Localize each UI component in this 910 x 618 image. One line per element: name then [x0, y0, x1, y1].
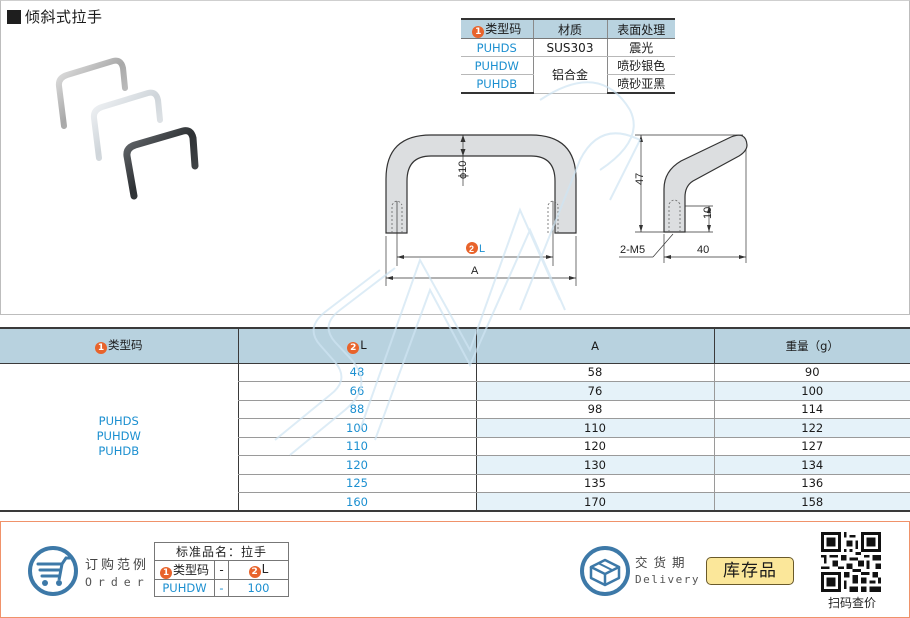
length-L: 125	[237, 474, 476, 493]
product-name: 标准品名：拉手	[154, 542, 289, 561]
dimension-A: 110	[475, 418, 714, 438]
dimension-A: 98	[475, 400, 714, 419]
length-L: 100	[237, 418, 476, 438]
page-title-text: 倾斜式拉手	[25, 8, 103, 26]
spec-header-A: A	[475, 327, 714, 364]
order-example-label: 订购范例 Order	[85, 558, 150, 589]
table-row: 120 130 134	[0, 455, 910, 475]
separator: -	[214, 560, 229, 580]
material-table-header-surface: 表面处理	[606, 18, 675, 39]
side-view-drawing: 47 10 40 2-M5	[619, 134, 748, 263]
number-badge-2: 2	[469, 244, 474, 254]
type-code: PUHDB	[98, 444, 140, 459]
length-L: 160	[237, 492, 476, 512]
qr-label: 扫码查价	[827, 596, 876, 610]
delivery-label: 交货期 Delivery	[635, 555, 700, 586]
width-dimension: 40	[697, 244, 709, 256]
front-view-drawing: ϕ10 2 L A	[385, 134, 577, 286]
dimension-A: 76	[475, 381, 714, 401]
dimension-A: 130	[475, 455, 714, 475]
table-row: 125 135 136	[0, 474, 910, 493]
height-dimension: 47	[634, 173, 646, 185]
material: 铝合金	[532, 56, 607, 94]
surface-treatment: 喷砂银色	[606, 56, 675, 75]
type-code: PUHDS	[98, 414, 139, 429]
number-badge-1: 1	[95, 342, 107, 355]
weight: 136	[713, 474, 910, 493]
stock-status-badge: 库存品	[706, 557, 794, 585]
length-L: 88	[237, 400, 476, 419]
weight: 90	[713, 363, 910, 382]
example-code: PUHDW	[154, 579, 215, 597]
number-badge-1: 1	[159, 567, 172, 579]
material: SUS303	[532, 38, 607, 57]
type-code: PUHDB	[461, 74, 533, 94]
weight: 134	[713, 455, 910, 475]
number-badge-2: 2	[347, 341, 360, 354]
diameter-label: ϕ10	[457, 161, 469, 179]
length-L: 110	[237, 437, 476, 456]
dimension-A-label: A	[471, 265, 479, 277]
table-row: PUHDS PUHDW PUHDB 48 58 90	[0, 363, 910, 512]
spec-header-weight: 重量（g）	[713, 327, 910, 364]
title-square-icon	[7, 9, 21, 24]
dimension-L-label: L	[479, 243, 485, 255]
surface-treatment: 喷砂亚黑	[606, 74, 675, 94]
depth-dimension: 10	[702, 207, 714, 219]
weight: 127	[713, 437, 910, 456]
example-L: 100	[228, 579, 289, 597]
package-box-icon	[580, 546, 630, 596]
length-L: 66	[237, 381, 476, 401]
dimension-A: 58	[475, 363, 714, 382]
number-badge-2: 2	[248, 566, 261, 578]
surface-treatment: 震光	[606, 38, 675, 57]
type-code: PUHDW	[461, 56, 533, 75]
length-L: 48	[237, 363, 476, 382]
page-title: 倾斜式拉手	[7, 6, 103, 27]
weight: 114	[713, 400, 910, 419]
type-code-list: PUHDS PUHDW PUHDB	[0, 363, 238, 512]
qr-code[interactable]	[821, 532, 881, 592]
shopping-cart-icon	[28, 546, 78, 596]
material-table-header-material: 材质	[532, 18, 607, 39]
weight: 100	[713, 381, 910, 401]
table-row: 160 170 158	[0, 492, 910, 512]
number-badge-1: 1	[472, 26, 485, 38]
separator: -	[214, 579, 229, 597]
product-photo	[55, 57, 199, 200]
weight: 122	[713, 418, 910, 438]
thread-spec: 2-M5	[620, 244, 645, 256]
length-L: 120	[237, 455, 476, 475]
table-row: PUHDW 铝合金 喷砂银色	[461, 56, 675, 94]
weight: 158	[713, 492, 910, 512]
type-code: PUHDS	[461, 38, 533, 57]
table-row: PUHDS SUS303 震光	[461, 38, 675, 57]
dimension-A: 170	[475, 492, 714, 512]
type-code: PUHDW	[96, 429, 141, 444]
dimension-A: 135	[475, 474, 714, 493]
dimension-A: 120	[475, 437, 714, 456]
